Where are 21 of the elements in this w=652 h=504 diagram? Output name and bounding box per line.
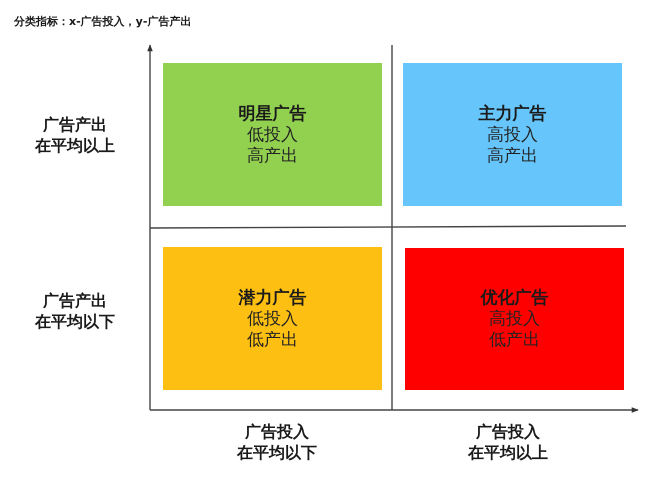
axis-label: 广告产出在平均以下	[34, 290, 116, 332]
quadrant-box	[163, 247, 382, 390]
quadrant-title: 主力广告	[478, 102, 546, 124]
quadrant-box	[403, 63, 622, 206]
quadrant-title: 明星广告	[238, 102, 306, 124]
quadrant-title: 潜力广告	[238, 286, 306, 308]
quadrant-box	[405, 248, 624, 390]
quadrant-text: 高投入	[489, 309, 540, 330]
axis-label: 广告产出在平均以上	[34, 114, 116, 156]
quadrant-box	[163, 63, 382, 206]
quadrant-text: 高产出	[247, 146, 298, 166]
quadrant-text: 低产出	[489, 330, 540, 351]
quadrant-text: 低投入	[247, 308, 298, 330]
quadrant-title: 优化广告	[480, 287, 548, 309]
quadrant-text: 高产出	[487, 146, 538, 166]
title: 分类指标：x-广告投入，y-广告产出	[14, 15, 192, 29]
axis-label: 广告投入在平均以下	[236, 421, 318, 463]
quadrant-text: 低产出	[247, 330, 298, 350]
quadrant-text: 高投入	[487, 124, 538, 146]
axis-label: 广告投入在平均以上	[466, 421, 549, 463]
quadrant-text: 低投入	[247, 124, 298, 146]
